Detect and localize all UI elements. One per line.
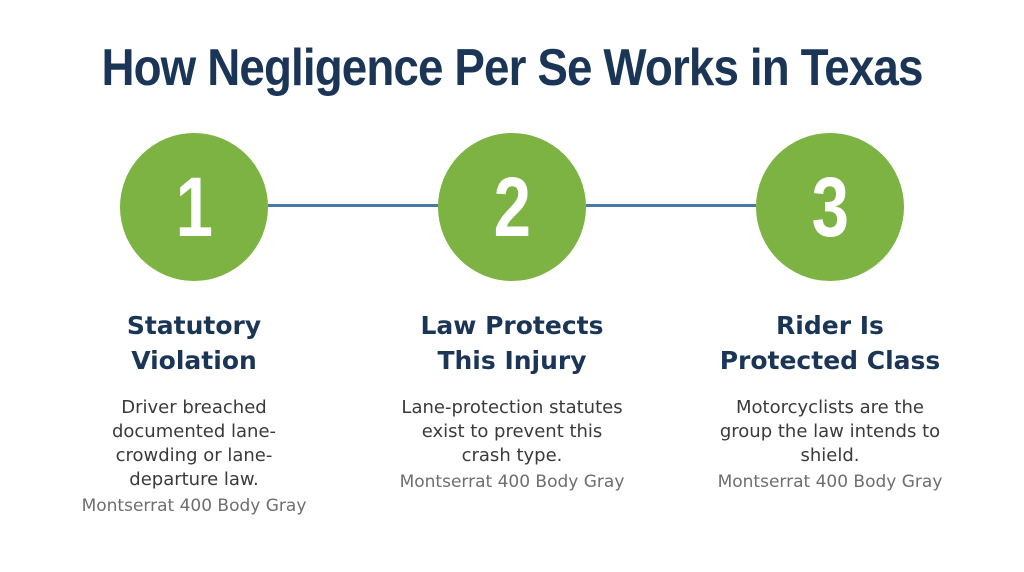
step-1-description-line: Driver breached — [121, 397, 267, 418]
step-1-description: Driver breached documented lane- crowdin… — [44, 396, 344, 492]
step-1-heading-line-1: Statutory — [126, 311, 262, 340]
step-2-description-line: crash type. — [461, 445, 563, 466]
step-3-description: Motorcyclists are the group the law inte… — [680, 396, 980, 468]
step-3-description-line: Motorcyclists are the — [736, 397, 924, 418]
step-1-heading-line-2: Violation — [131, 346, 257, 375]
step-2-block: Law Protects This Injury Lane-protection… — [362, 308, 662, 494]
step-1-note: Montserrat 400 Body Gray — [81, 496, 307, 516]
step-3-number-circle: 3 — [756, 133, 904, 281]
step-3-note: Montserrat 400 Body Gray — [717, 472, 943, 492]
step-1-number: 1 — [175, 160, 213, 254]
step-1-description-line: documented lane- — [111, 421, 277, 442]
step-1-description-line: crowding or lane- — [115, 445, 273, 466]
step-3-heading: Rider Is Protected Class — [680, 308, 980, 378]
step-1-description-line: departure law. — [129, 469, 259, 490]
step-2-number-circle: 2 — [438, 133, 586, 281]
connector-line-1-2 — [268, 204, 438, 207]
page-title: How Negligence Per Se Works in Texas — [101, 39, 923, 97]
step-2-heading: Law Protects This Injury — [362, 308, 662, 378]
step-1-number-circle: 1 — [120, 133, 268, 281]
step-2-heading-line-2: This Injury — [437, 346, 587, 375]
step-1-heading: Statutory Violation — [44, 308, 344, 378]
step-2-description-line: Lane-protection statutes — [401, 397, 623, 418]
step-3-block: Rider Is Protected Class Motorcyclists a… — [680, 308, 980, 494]
step-3-description-line: shield. — [800, 445, 860, 466]
step-3-heading-line-1: Rider Is — [776, 311, 884, 340]
step-1-block: Statutory Violation Driver breached docu… — [44, 308, 344, 518]
step-3-heading-line-2: Protected Class — [719, 346, 941, 375]
step-2-heading-line-1: Law Protects — [420, 311, 604, 340]
step-2-description: Lane-protection statutes exist to preven… — [362, 396, 662, 468]
step-2-note: Montserrat 400 Body Gray — [399, 472, 625, 492]
step-3-description-line: group the law intends to — [719, 421, 941, 442]
connector-line-2-3 — [586, 204, 756, 207]
step-2-number: 2 — [493, 160, 531, 254]
step-3-number: 3 — [811, 160, 849, 254]
step-2-description-line: exist to prevent this — [421, 421, 603, 442]
